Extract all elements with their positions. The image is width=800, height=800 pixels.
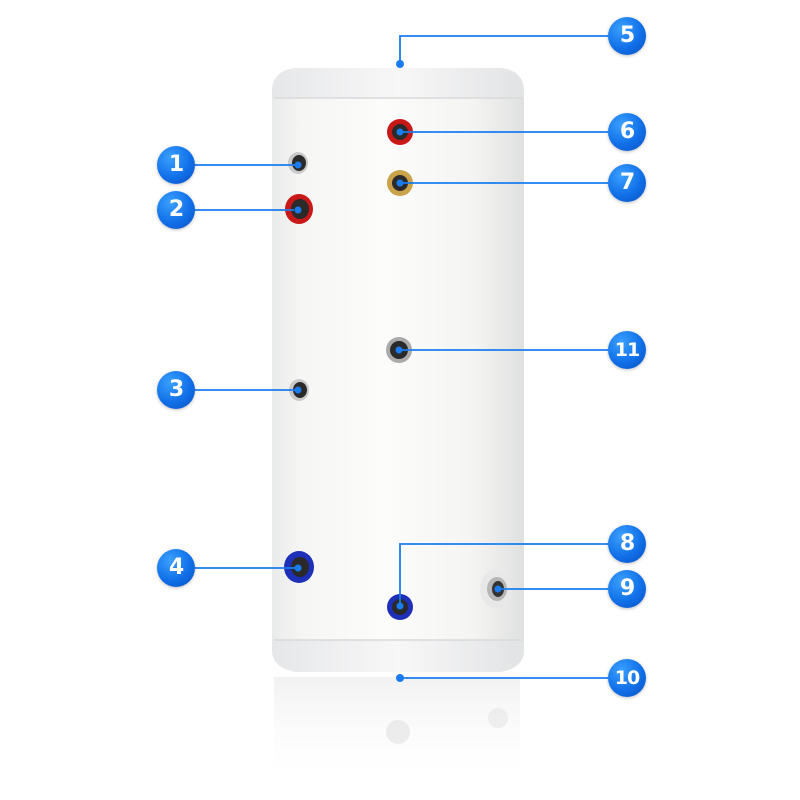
callout-badge-8: 8 xyxy=(608,525,646,563)
callout-badge-2: 2 xyxy=(157,191,195,229)
leader-dots xyxy=(294,60,502,682)
callout-badge-3: 3 xyxy=(157,371,195,409)
callout-badge-7: 7 xyxy=(608,164,646,202)
tank-reflection xyxy=(274,677,520,787)
callout-badge-10: 10 xyxy=(608,659,646,697)
callout-badge-5: 5 xyxy=(608,17,646,55)
callout-badge-9: 9 xyxy=(608,570,646,608)
callout-badge-1: 1 xyxy=(157,146,195,184)
leader-lines xyxy=(195,35,608,679)
callout-badge-6: 6 xyxy=(608,113,646,151)
bottom-cap xyxy=(272,640,524,672)
callout-badge-4: 4 xyxy=(157,549,195,587)
top-cap xyxy=(272,68,524,98)
leader-line-8 xyxy=(399,543,608,604)
tank-body xyxy=(272,68,524,672)
callout-badge-11: 11 xyxy=(608,331,646,369)
leader-line-5 xyxy=(399,35,608,64)
